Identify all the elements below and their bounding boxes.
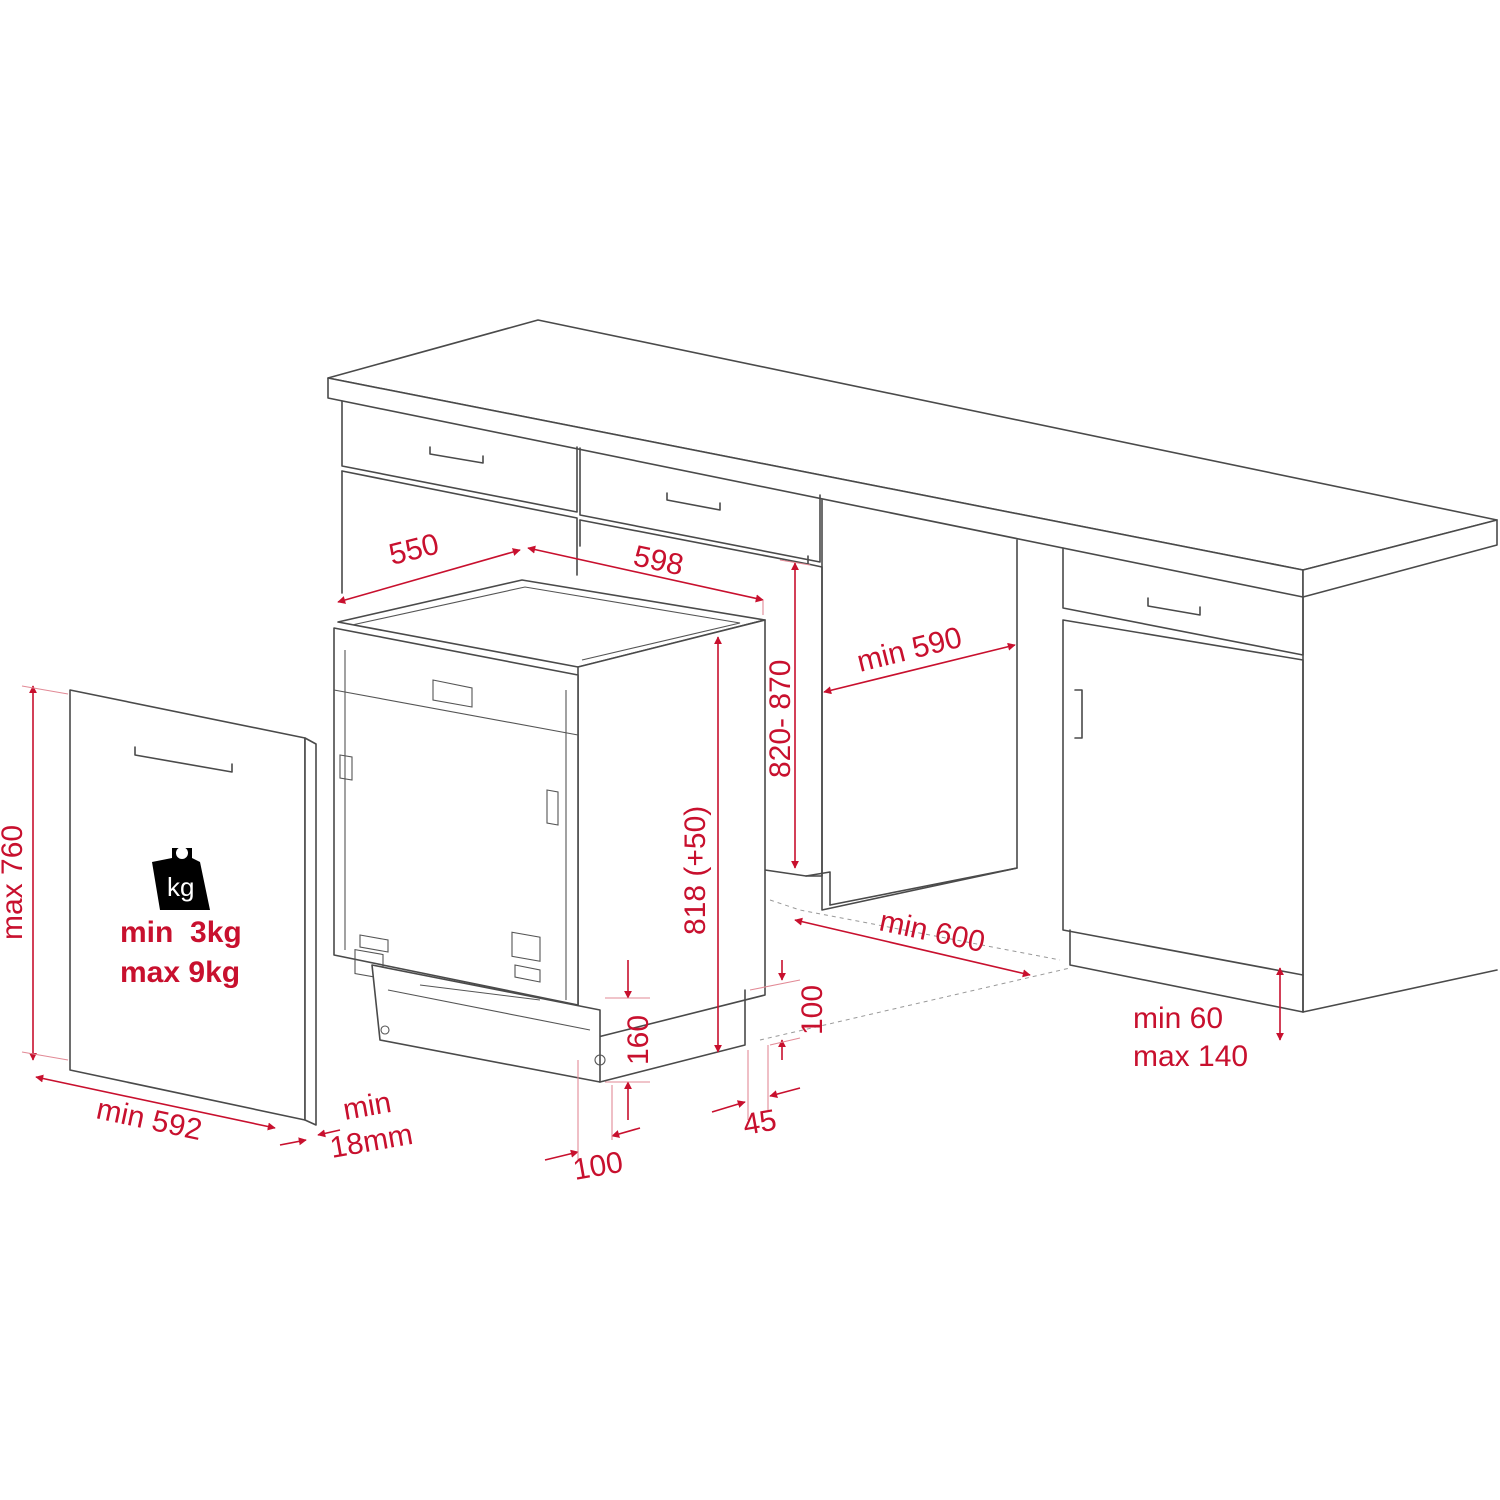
dim-100-vertical-label: 100 [796, 985, 829, 1035]
dim-818-label: 818 (+50) [679, 806, 712, 935]
dim-max-140-label: max 140 [1133, 1040, 1248, 1073]
dim-160-label: 160 [622, 1015, 655, 1065]
dim-820-870-label: 820- 870 [764, 660, 797, 778]
dim-100-bottom-label: 100 [570, 1146, 625, 1187]
dim-18mm-label: 18mm [327, 1118, 415, 1165]
dim-45-label: 45 [740, 1104, 779, 1142]
weight-min-label: min 3kg [120, 916, 242, 949]
dim-min-590-label: min 590 [854, 621, 966, 679]
dim-550-label: 550 [386, 528, 443, 572]
dimension-lines [21, 545, 1284, 1161]
dim-min-thickness-label: min [340, 1086, 393, 1127]
kitchen-cabinets [327, 319, 1498, 1041]
dim-max-760-label: max 760 [0, 825, 29, 940]
dim-min-600-label: min 600 [877, 905, 988, 959]
dim-598-label: 598 [631, 540, 687, 583]
weight-icon-label: kg [167, 872, 194, 902]
weight-max-label: max 9kg [120, 956, 240, 989]
weight-kg-icon: kg [152, 847, 210, 910]
dim-min-60-label: min 60 [1133, 1002, 1223, 1035]
